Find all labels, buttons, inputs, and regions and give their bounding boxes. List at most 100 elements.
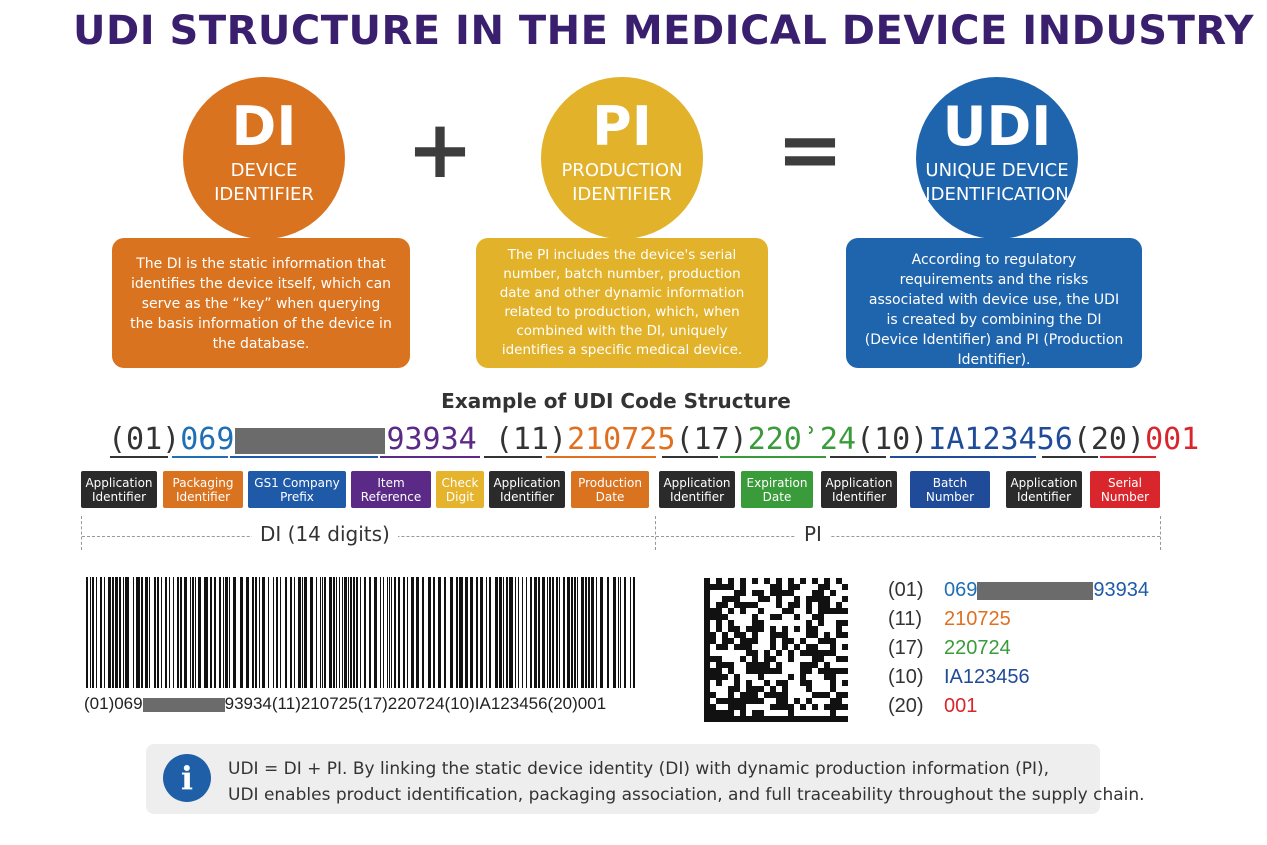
- hri-ai: (11): [888, 608, 923, 630]
- pi-abbr: PI: [592, 95, 652, 158]
- code-batch: IA123456: [928, 422, 1073, 457]
- di-description-box: The DI is the static information that id…: [112, 238, 410, 368]
- section-divider-left: [81, 516, 82, 550]
- hri-row-01: (01) 069 93934: [888, 576, 1149, 605]
- pi-description-box: The PI includes the device's serial numb…: [476, 238, 768, 368]
- udi-pointer: [983, 226, 1011, 240]
- label-production-date: Production Date: [571, 471, 649, 508]
- label-application-identifier-4: Application Identifier: [821, 471, 897, 508]
- barcode-redacted-block: [142, 697, 225, 712]
- underline-serial: [1100, 456, 1156, 458]
- label-application-identifier-2: Application Identifier: [489, 471, 565, 508]
- hri-row-20: (20) 001: [888, 692, 1149, 721]
- di-name-line1: DEVICE: [230, 160, 298, 181]
- code-ai-20: (20): [1072, 422, 1146, 457]
- label-gs1-company-prefix: GS1 Company Prefix: [248, 471, 346, 508]
- label-application-identifier-1: Application Identifier: [81, 471, 157, 508]
- pi-description: The PI includes the device's serial numb…: [499, 247, 745, 358]
- udi-name: UNIQUE DEVICE IDENTIFICATION: [916, 159, 1078, 207]
- hri-value: 001: [944, 695, 978, 717]
- code-serial: 001: [1145, 422, 1200, 457]
- code-expiration-date: 220ʾ24: [747, 422, 857, 457]
- udi-description: According to regulatory requirements and…: [864, 252, 1124, 368]
- udi-code: (01)069 93934 (11)210725(17)220ʾ24(10)IA1…: [108, 422, 1199, 457]
- di-description: The DI is the static information that id…: [130, 256, 392, 352]
- di-name: DEVICE IDENTIFIER: [183, 159, 345, 207]
- code-packaging: 069: [180, 422, 235, 457]
- underline-packaging: [172, 456, 228, 458]
- underline-ai-17: [662, 456, 718, 458]
- udi-abbr: UDI: [942, 95, 1052, 158]
- hri-ai: (17): [888, 637, 924, 659]
- label-application-identifier-5: Application Identifier: [1006, 471, 1082, 508]
- underline-item-reference: [380, 456, 480, 458]
- udi-description-box: According to regulatory requirements and…: [846, 238, 1142, 368]
- label-expiration-date: Expiration Date: [741, 471, 813, 508]
- equals-sign: =: [776, 103, 844, 196]
- pi-section-label: PI: [796, 522, 830, 546]
- udi-name-line1: UNIQUE DEVICE: [925, 160, 1069, 181]
- hri-value: 220724: [944, 637, 1011, 659]
- label-packaging-identifier: Packaging Identifier: [163, 471, 243, 508]
- barcode-text-prefix: (01)069: [84, 694, 143, 713]
- section-divider-right: [1160, 516, 1161, 550]
- info-line-2: UDI enables product identification, pack…: [228, 785, 1145, 805]
- hri-value-end: 93934: [1093, 579, 1149, 601]
- example-title: Example of UDI Code Structure: [441, 389, 791, 413]
- underline-production-date: [546, 456, 656, 458]
- hri-row-11: (11) 210725: [888, 605, 1149, 634]
- barcode-text-suffix: 93934(11)210725(17)220724(10)IA123456(20…: [224, 694, 607, 713]
- di-section-label: DI (14 digits): [252, 522, 398, 546]
- code-item-reference: 93934: [386, 422, 477, 457]
- udi-circle: UDI UNIQUE DEVICE IDENTIFICATION: [916, 77, 1078, 239]
- label-batch-number: Batch Number: [910, 471, 990, 508]
- underline-ai-11: [484, 456, 542, 458]
- code-ai-10: (10): [856, 422, 929, 457]
- page-title: UDI STRUCTURE IN THE MEDICAL DEVICE INDU…: [73, 8, 1254, 54]
- hri-row-17: (17) 220724: [888, 634, 1149, 663]
- underline-ai-01: [110, 456, 168, 458]
- hri-ai: (01): [888, 579, 924, 601]
- hri-redacted-block: [977, 581, 1094, 600]
- barcode-text: (01)069 93934(11)210725(17)220724(10)IA12…: [84, 694, 606, 714]
- plus-sign: +: [406, 103, 474, 196]
- underline-batch: [890, 456, 1036, 458]
- section-divider-middle: [655, 516, 656, 550]
- info-text: UDI = DI + PI. By linking the static dev…: [228, 756, 1145, 808]
- datamatrix-code-icon: [704, 578, 848, 722]
- underline-ai-10: [830, 456, 886, 458]
- pi-pointer: [608, 226, 636, 240]
- pi-circle: PI PRODUCTION IDENTIFIER: [541, 77, 703, 239]
- pi-section-line: [656, 536, 1160, 537]
- info-icon: i: [163, 754, 211, 802]
- hri-value: 069: [944, 579, 978, 601]
- code-ai-17: (17): [675, 422, 748, 457]
- underline-company-prefix: [230, 456, 378, 458]
- di-abbr: DI: [231, 95, 297, 158]
- di-circle: DI DEVICE IDENTIFIER: [183, 77, 345, 239]
- code-ai-01: (01): [108, 422, 181, 457]
- pi-name-line2: IDENTIFIER: [572, 184, 672, 205]
- code-ai-11: (11): [494, 422, 568, 457]
- underline-expiration-date: [720, 456, 826, 458]
- di-pointer: [249, 226, 277, 240]
- pi-name-line1: PRODUCTION: [561, 160, 683, 181]
- di-name-line2: IDENTIFIER: [214, 184, 314, 205]
- hri-ai: (10): [888, 666, 924, 688]
- code-production-date: 210725: [567, 422, 676, 457]
- info-panel: [146, 744, 1100, 814]
- hri-value: 210725: [944, 608, 1011, 630]
- linear-barcode-icon: [86, 577, 635, 688]
- hri-value: IA123456: [944, 666, 1030, 688]
- underline-ai-20: [1042, 456, 1098, 458]
- label-item-reference: Item Reference: [351, 471, 431, 508]
- hri-list: (01) 069 93934 (11) 210725 (17) 220724 (10) I…: [888, 576, 1149, 721]
- hri-row-10: (10) IA123456: [888, 663, 1149, 692]
- hri-ai: (20): [888, 695, 924, 717]
- pi-name: PRODUCTION IDENTIFIER: [541, 159, 703, 207]
- code-redacted-block: [235, 427, 386, 454]
- label-check-digit: Check Digit: [436, 471, 484, 508]
- label-application-identifier-3: Application Identifier: [659, 471, 735, 508]
- udi-name-line2: IDENTIFICATION: [925, 184, 1069, 205]
- info-line-1: UDI = DI + PI. By linking the static dev…: [228, 759, 1050, 779]
